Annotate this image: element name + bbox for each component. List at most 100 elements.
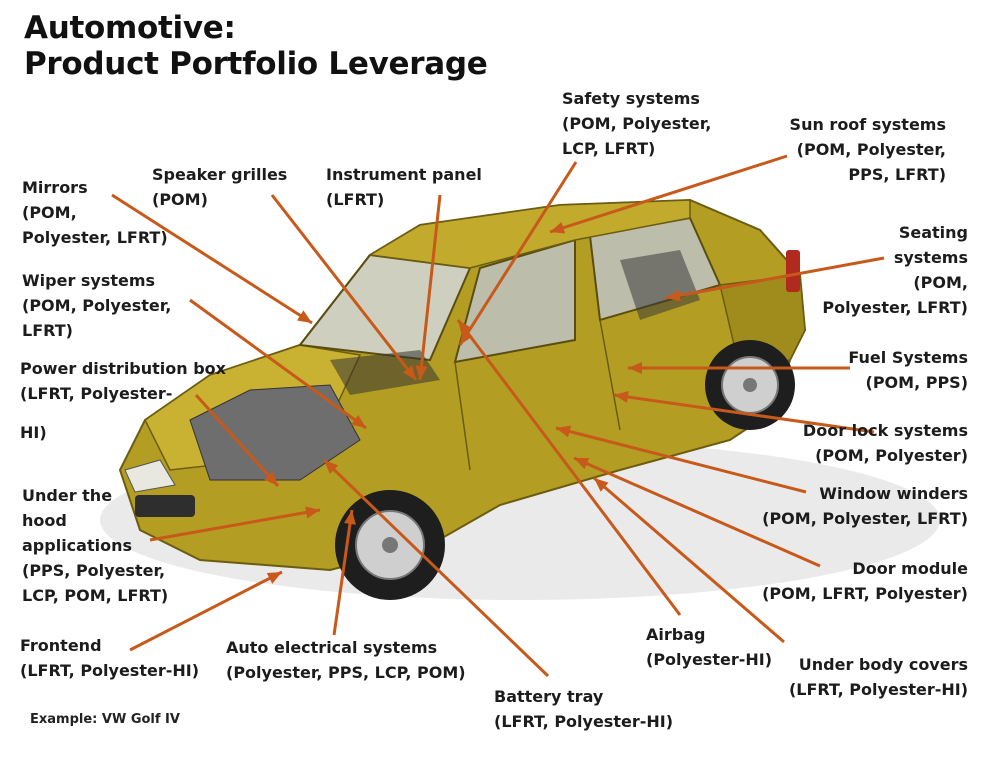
leader-line-battery-tray (322, 458, 550, 678)
label-line: Wiper systems (22, 271, 156, 290)
label-line: (POM, Polyester, (796, 140, 946, 159)
label-wiper-systems: Wiper systems(POM, Polyester,LFRT) (22, 268, 171, 343)
label-line: LFRT) (22, 321, 73, 340)
label-under-body-covers: Under body covers (LFRT, Polyester-HI) (789, 652, 968, 702)
arrowhead-under-body-covers (594, 478, 609, 492)
label-line: Safety systems (562, 89, 700, 108)
label-line: Battery tray (494, 687, 604, 706)
arrowhead-instrument-panel (415, 365, 428, 380)
label-line: LCP, POM, LFRT) (22, 586, 169, 605)
interior-dash (330, 350, 440, 395)
leader-line-power-distribution-box (194, 393, 280, 488)
label-line: (POM, (22, 203, 77, 222)
leader-line-auto-electrical-systems (332, 509, 354, 636)
label-instrument-panel: Instrument panel(LFRT) (326, 162, 482, 212)
label-line: Seating (898, 223, 968, 242)
label-line: (POM, (913, 273, 968, 292)
label-seating-systems: Seating systems (POM, Polyester, LFRT) (822, 220, 968, 320)
leader-line-under-body-covers (593, 476, 785, 644)
label-line: (LFRT, Polyester- (20, 384, 173, 403)
leader-line-window-winders (555, 426, 807, 494)
label-line: Auto electrical systems (226, 638, 438, 657)
arrowhead-door-lock-systems (614, 391, 629, 403)
arrowhead-airbag (458, 320, 472, 335)
label-auto-electrical-systems: Auto electrical systems (Polyester, PPS, … (226, 635, 466, 685)
label-line: Frontend (20, 636, 102, 655)
example-caption: Example: VW Golf IV (30, 712, 180, 727)
arrowhead-fuel-systems (628, 362, 642, 374)
title-line-1: Automotive: (24, 10, 236, 46)
leader-line-seating-systems (665, 256, 885, 300)
arrowhead-sun-roof-systems (550, 222, 566, 234)
label-mirrors: Mirrors (POM, Polyester, LFRT) (22, 175, 168, 250)
leader-line-door-lock-systems (613, 393, 875, 434)
label-line: Mirrors (22, 178, 88, 197)
leader-line-wiper-systems (189, 298, 367, 430)
arrowhead-under-the-hood (305, 506, 320, 519)
arrowhead-frontend (266, 572, 282, 584)
door-line (454, 319, 621, 471)
label-line: (POM, Polyester) (815, 446, 968, 465)
label-line: Polyester, LFRT) (822, 298, 968, 317)
leader-line-door-module (573, 456, 821, 568)
label-line: Speaker grilles (152, 165, 288, 184)
label-line: Under the (22, 486, 113, 505)
label-line: (LFRT, Polyester-HI) (20, 661, 200, 680)
arrowhead-seating-systems (666, 289, 681, 302)
interior-seat (620, 250, 700, 320)
title-line-2: Product Portfolio Leverage (24, 46, 488, 82)
arrowhead-power-distribution-box (264, 471, 278, 486)
arrowhead-window-winders (556, 425, 572, 438)
engine-bay (189, 384, 361, 481)
label-speaker-grilles: Speaker grilles (POM) (152, 162, 287, 212)
label-line: Window winders (819, 484, 968, 503)
label-airbag: Airbag (Polyester-HI) (646, 622, 772, 672)
label-line: Fuel Systems (848, 348, 968, 367)
arrowhead-door-module (574, 458, 590, 470)
arrowhead-wiper-systems (351, 414, 366, 428)
label-line: LCP, LFRT) (562, 139, 656, 158)
leader-line-sun-roof-systems (549, 154, 788, 234)
label-line: Polyester, LFRT) (22, 228, 168, 247)
label-line: (PPS, Polyester, (22, 561, 166, 580)
label-sun-roof-systems: Sun roof systems(POM, Polyester,PPS, LFR… (790, 112, 946, 187)
label-line: (POM, PPS) (865, 373, 969, 392)
label-fuel-systems: Fuel Systems (POM, PPS) (848, 345, 968, 395)
label-line: systems (893, 248, 968, 267)
label-line: Power distribution box (20, 359, 226, 378)
tail-light (786, 250, 800, 292)
label-line: (Polyester-HI) (646, 650, 773, 669)
label-under-the-hood: Under the hood applications (PPS, Polyester… (22, 483, 168, 608)
front-grille (135, 495, 195, 517)
label-line: Instrument panel (326, 165, 482, 184)
label-safety-systems: Safety systems(POM, Polyester,LCP, LFRT) (562, 86, 711, 161)
label-line: (LFRT, Polyester-HI) (494, 712, 674, 731)
label-line: PPS, LFRT) (848, 165, 946, 184)
leader-line-safety-systems (458, 161, 578, 346)
page-title: Automotive: Product Portfolio Leverage (24, 10, 488, 82)
label-door-module: Door module (POM, LFRT, Polyester) (762, 556, 968, 606)
arrowhead-auto-electrical-systems (344, 510, 356, 525)
label-line: (Polyester, PPS, LCP, POM) (226, 663, 466, 682)
label-line: hood (22, 511, 67, 530)
label-line: (LFRT, Polyester-HI) (788, 680, 968, 699)
label-line: (POM, LFRT, Polyester) (762, 584, 968, 603)
label-line: Airbag (646, 625, 706, 644)
label-door-lock-systems: Door lock systems (POM, Polyester) (803, 418, 968, 468)
headlight (124, 459, 176, 493)
leader-line-airbag (456, 319, 682, 616)
label-line: applications (22, 536, 132, 555)
arrowhead-mirrors (296, 310, 312, 323)
front-wheel (335, 490, 445, 600)
label-line: HI) (20, 423, 47, 442)
label-line: (POM) (152, 190, 208, 209)
label-line: Under body covers (798, 655, 968, 674)
label-power-distribution-box: Power distribution box (LFRT, Polyester- H… (20, 356, 226, 445)
rear-wheel (705, 340, 795, 430)
leader-line-instrument-panel (418, 194, 442, 381)
label-line: Door module (852, 559, 968, 578)
label-window-winders: Window winders(POM, Polyester, LFRT) (762, 481, 968, 531)
label-line: Door lock systems (802, 421, 968, 440)
arrowhead-safety-systems (460, 329, 473, 345)
